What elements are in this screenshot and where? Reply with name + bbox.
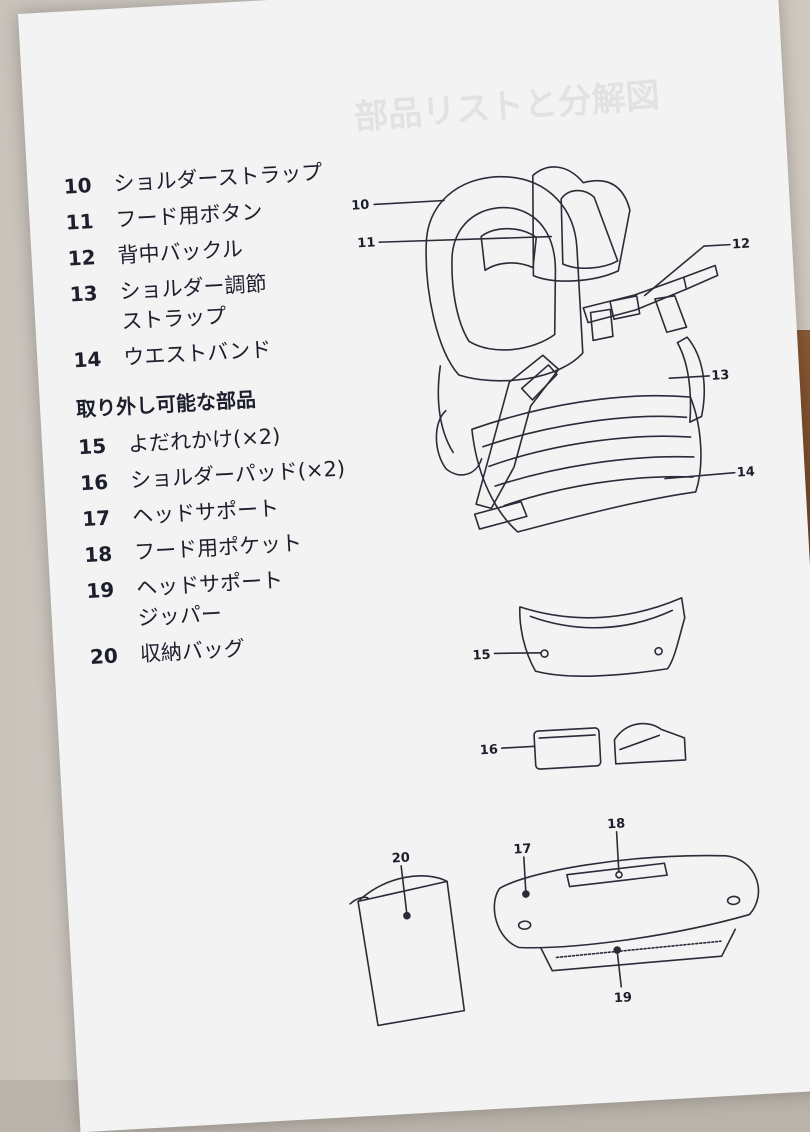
baby-carrier-illustration <box>425 166 719 533</box>
manual-page: 部品リストと分解図 10 ショルダーストラップ 11 フード用ボタン 12 背中… <box>18 0 810 1132</box>
shoulder-pad-illustration <box>533 722 687 770</box>
bib-illustration <box>519 597 686 677</box>
callout-17: 17 <box>513 842 532 858</box>
callout-16: 16 <box>479 742 498 758</box>
callout-15: 15 <box>472 648 491 664</box>
callout-11: 11 <box>357 235 376 251</box>
callout-12: 12 <box>732 237 751 253</box>
callout-14: 14 <box>736 465 755 481</box>
parts-diagram: 10 11 12 13 14 15 16 17 18 19 20 <box>349 166 760 1027</box>
callout-18: 18 <box>607 816 626 832</box>
diagram-callouts: 10 11 12 13 14 15 16 17 18 19 20 <box>351 198 755 1007</box>
callout-19: 19 <box>613 990 632 1006</box>
callout-10: 10 <box>351 198 370 214</box>
storage-bag-illustration <box>349 875 466 1027</box>
callout-20: 20 <box>391 850 410 866</box>
callout-13: 13 <box>711 368 730 384</box>
head-support-illustration <box>493 854 760 972</box>
